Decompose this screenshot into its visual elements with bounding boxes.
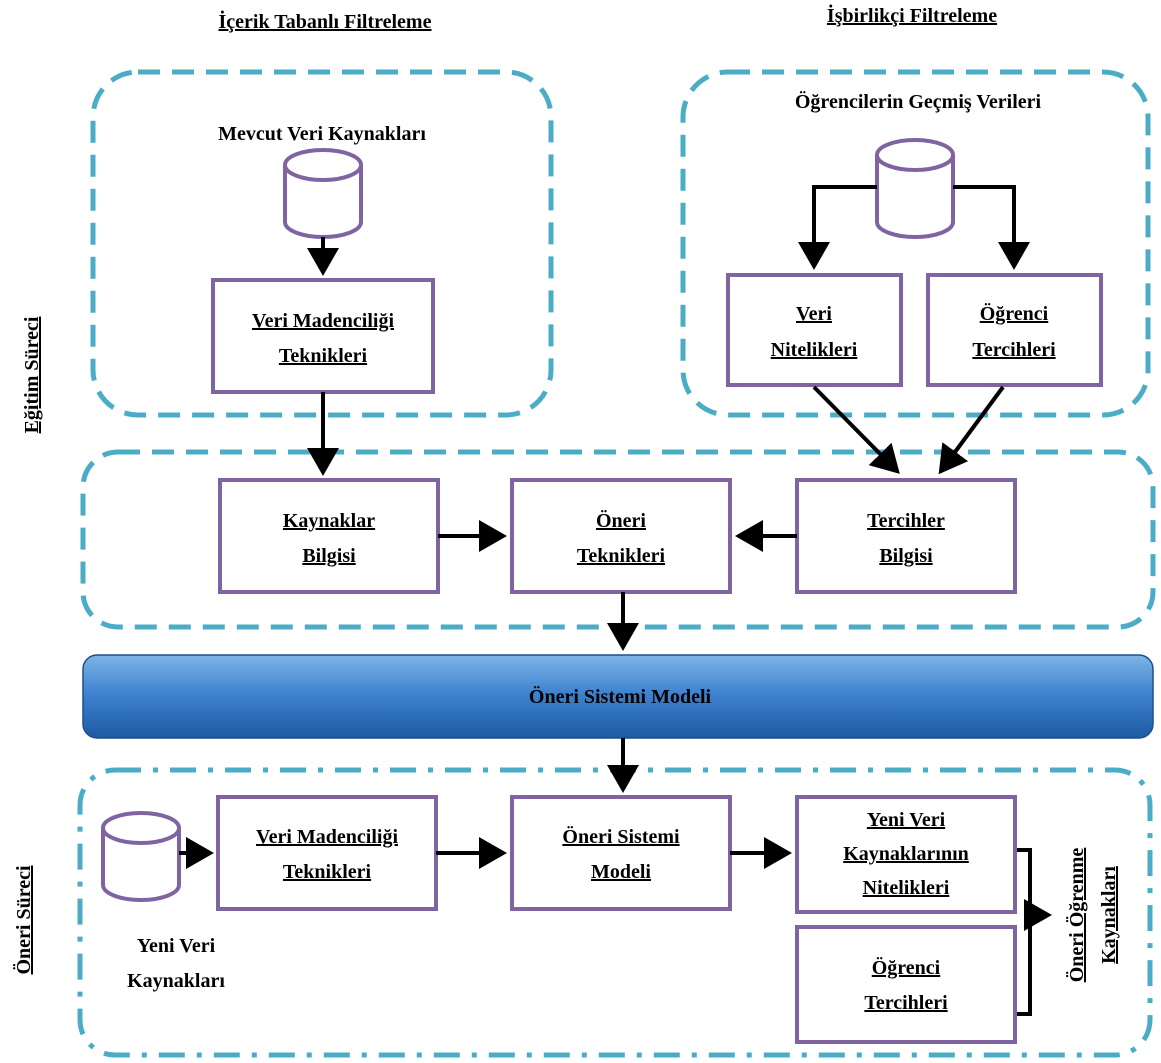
database-icon-student-history bbox=[875, 138, 955, 239]
new-sources-label-line2: Kaynakları bbox=[127, 970, 225, 992]
box-rec-techniques-line1: Öneri bbox=[596, 509, 646, 532]
arrow-prefs-to-preferences-info bbox=[938, 385, 1005, 475]
box-preferences-info-line1: Tercihler bbox=[867, 510, 945, 532]
panel-title-student-history: Öğrencilerin Geçmiş Verileri bbox=[795, 90, 1042, 113]
box-rec-system-model bbox=[510, 795, 732, 911]
box-student-prefs-bottom-line2: Tercihleri bbox=[864, 992, 948, 1014]
box-recommendation-techniques bbox=[510, 478, 732, 594]
box-rec-techniques-line2: Teknikleri bbox=[577, 545, 666, 567]
side-label-training: Eğitim Süreci bbox=[21, 316, 43, 433]
box-rec-system-model-line2: Modeli bbox=[591, 861, 651, 883]
box-data-mining-bottom bbox=[216, 795, 438, 911]
box-preferences-info bbox=[795, 478, 1017, 594]
box-data-mining-top bbox=[211, 278, 435, 394]
side-label-output-line1: Öneri Öğrenme bbox=[1065, 848, 1088, 983]
box-new-sources-attributes-line3: Nitelikleri bbox=[863, 877, 950, 899]
panel-title-existing-sources: Mevcut Veri Kaynakları bbox=[218, 123, 426, 145]
box-new-sources-attributes bbox=[795, 795, 1017, 914]
box-data-attributes bbox=[726, 273, 903, 387]
box-new-sources-attributes-line2: Kaynaklarının bbox=[843, 843, 969, 865]
panel-student-history bbox=[680, 69, 1151, 418]
box-student-prefs-bottom-line1: Öğrenci bbox=[872, 956, 941, 979]
box-resources-info-line1: Kaynaklar bbox=[283, 510, 375, 532]
box-new-sources-attributes-line1: Yeni Veri bbox=[867, 809, 946, 831]
database-icon-existing bbox=[283, 148, 363, 239]
banner-rec-system-model-label: Öneri Sistemi Modeli bbox=[529, 685, 712, 708]
box-student-prefs-top-line1: Öğrenci bbox=[980, 302, 1049, 325]
arrow-attributes-to-preferences-info bbox=[812, 385, 900, 474]
box-data-attributes-line1: Veri bbox=[796, 303, 832, 325]
side-label-output-line2: Kaynakları bbox=[1098, 866, 1120, 964]
box-data-mining-bottom-line2: Teknikleri bbox=[283, 861, 372, 883]
box-student-prefs-top bbox=[926, 273, 1103, 387]
box-data-mining-top-line2: Teknikleri bbox=[279, 345, 368, 367]
banner-rec-system-model bbox=[82, 654, 1154, 739]
box-preferences-info-line2: Bilgisi bbox=[879, 545, 933, 567]
arrow-history-to-prefs bbox=[953, 185, 1030, 270]
box-resources-info bbox=[218, 478, 440, 594]
box-student-prefs-bottom bbox=[795, 925, 1017, 1044]
box-rec-system-model-line1: Öneri Sistemi bbox=[562, 825, 680, 848]
box-data-mining-bottom-line1: Veri Madenciliği bbox=[256, 826, 398, 848]
box-student-prefs-top-line2: Tercihleri bbox=[972, 339, 1056, 361]
bracket-outputs bbox=[1017, 848, 1032, 1016]
box-resources-info-line2: Bilgisi bbox=[302, 545, 356, 567]
header-content-based: İçerik Tabanlı Filtreleme bbox=[219, 9, 432, 33]
box-data-attributes-line2: Nitelikleri bbox=[771, 339, 858, 361]
database-icon-new-sources bbox=[101, 811, 181, 902]
panel-existing-sources bbox=[90, 69, 554, 418]
arrows bbox=[179, 185, 1052, 1016]
new-sources-label-line1: Yeni Veri bbox=[137, 935, 216, 957]
header-collaborative: İşbirlikçi Filtreleme bbox=[827, 3, 997, 27]
side-label-recommendation: Öneri Süreci bbox=[12, 865, 35, 975]
box-data-mining-top-line1: Veri Madenciliği bbox=[252, 310, 394, 332]
arrow-history-to-attributes bbox=[798, 185, 877, 270]
